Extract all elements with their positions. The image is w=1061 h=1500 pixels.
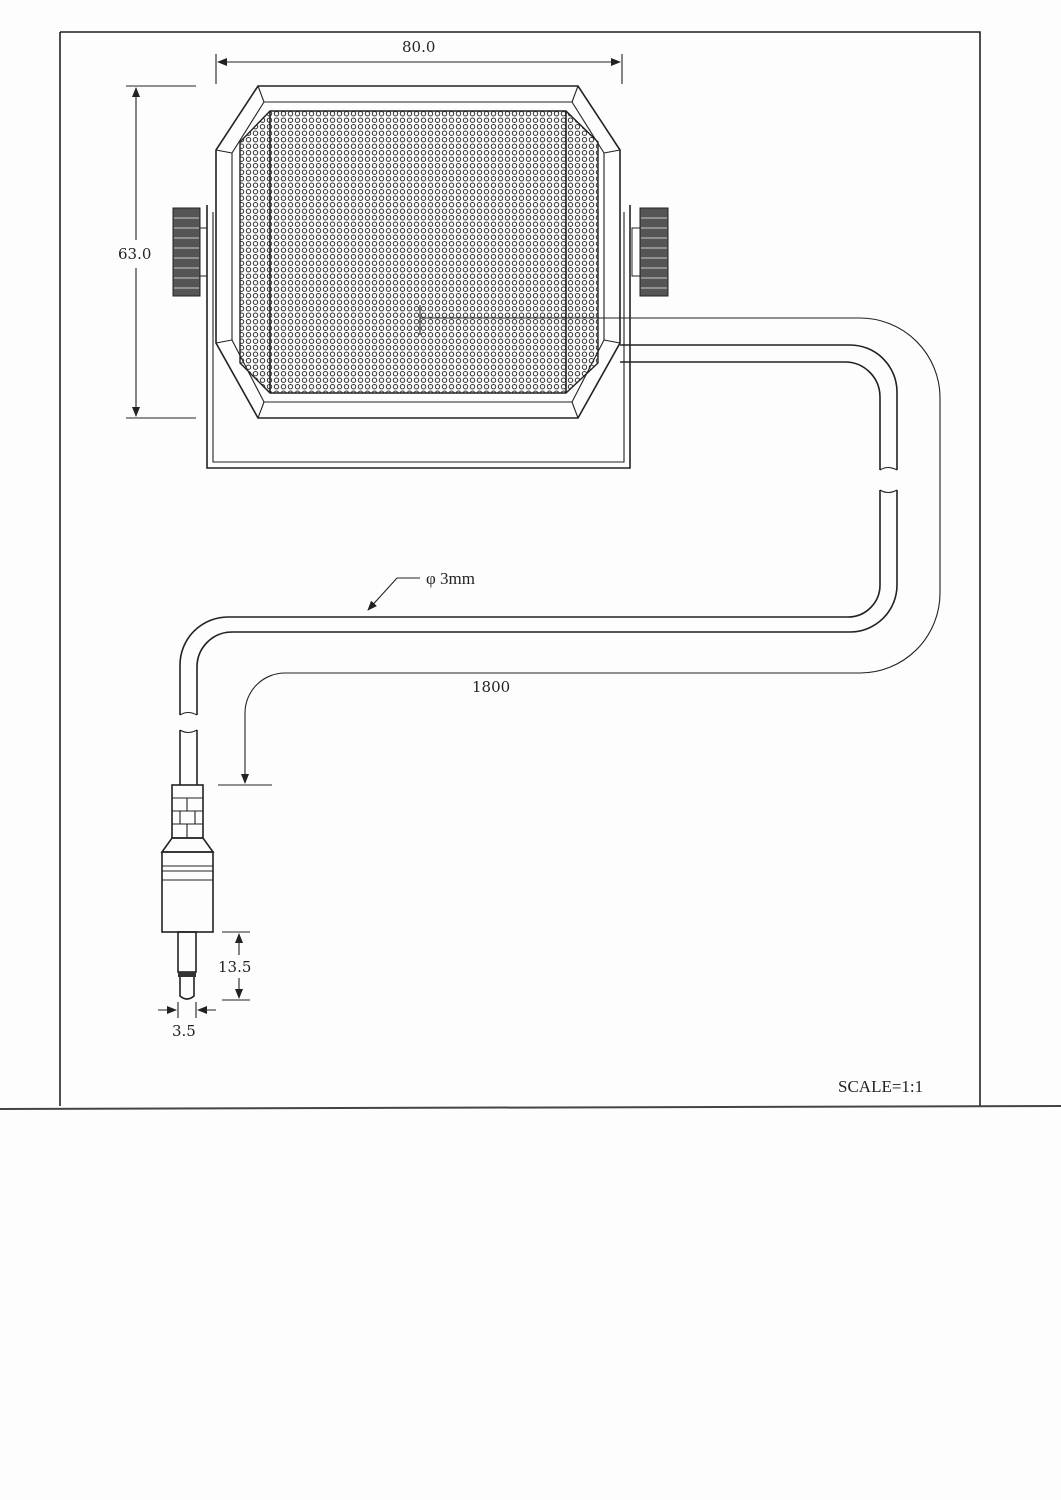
cable-diameter-leader <box>367 577 420 611</box>
plug-diameter-dimension: 3.5 <box>158 1002 216 1040</box>
cable <box>179 344 898 785</box>
plug-length-label: 13.5 <box>218 958 251 976</box>
height-label: 63.0 <box>118 245 151 263</box>
drawing-frame <box>59 31 981 1106</box>
scale-label: SCALE=1:1 <box>838 1077 923 1096</box>
right-knob <box>631 207 669 297</box>
speaker-stand <box>206 205 631 469</box>
speaker-body <box>215 85 621 419</box>
width-dimension: 80.0 <box>215 38 623 84</box>
paper-edge <box>0 1105 1061 1110</box>
audio-plug <box>160 784 215 1000</box>
left-knob <box>172 207 208 297</box>
speaker-grille <box>239 110 599 394</box>
plug-diameter-label: 3.5 <box>172 1022 196 1040</box>
cable-diameter-label: φ 3mm <box>426 569 475 588</box>
cable-length-label: 1800 <box>472 678 510 696</box>
cable-length-dimension-line <box>241 317 941 784</box>
plug-length-dimension: 13.5 <box>218 931 251 1001</box>
width-label: 80.0 <box>402 38 435 56</box>
height-dimension: 63.0 <box>118 85 196 419</box>
